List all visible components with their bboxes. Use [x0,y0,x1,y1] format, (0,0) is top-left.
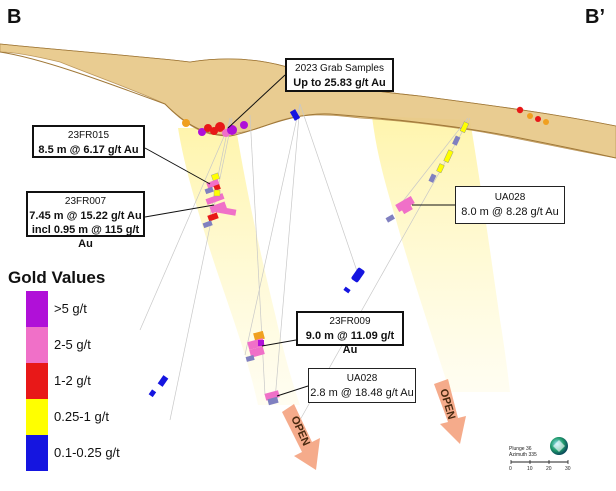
legend-swatch-025-1 [26,399,48,435]
scale-tick-20: 20 [546,466,552,472]
grab-samples-center [182,119,248,137]
legend-swatch-01-025 [26,435,48,471]
callout-ua028-lower-hole: UA028 [346,373,378,384]
legend-label-025-1: 0.25-1 g/t [54,409,109,424]
legend-swatch-1-2 [26,363,48,399]
scale-tick-10: 10 [527,466,533,472]
assay-intervals-ua028-upper [385,121,470,223]
section-end-label: B’ [585,6,605,28]
orientation-globe-icon [550,437,568,455]
topography-lower-edge [0,51,616,159]
low-grade-intervals [148,109,365,398]
callout-grab-value: Up to 25.83 g/t Au [293,77,386,89]
callout-ua028-lower: UA028 2.8 m @ 18.48 g/t Au [308,368,416,403]
callout-ua028-upper-value: 8.0 m @ 8.28 g/t Au [461,206,559,218]
azimuth-text: Azimuth 335 [509,452,537,458]
callout-23fr009: 23FR009 9.0 m @ 11.09 g/t Au [296,311,404,356]
assay-intervals-fr015 [204,172,221,195]
legend-label-gt5: >5 g/t [54,301,87,316]
legend-label-1-2: 1-2 g/t [54,373,91,388]
legend-title: Gold Values [8,268,106,287]
callout-23fr015: 23FR015 8.5 m @ 6.17 g/t Au [32,125,145,158]
scale-tick-0: 0 [509,466,512,472]
mineralized-zone-left [178,128,300,405]
plunge-text: Plunge 36 [509,446,532,452]
assay-intervals-fr007 [202,189,237,229]
callout-23fr007-value-incl: incl 0.95 m @ 115 g/t Au [31,224,140,250]
legend-label-01-025: 0.1-0.25 g/t [54,445,120,460]
leader-lines [144,74,455,397]
section-start-label: B [7,6,22,28]
legend-swatch-2-5 [26,327,48,363]
legend-label-2-5: 2-5 g/t [54,337,91,352]
callout-ua028-upper: UA028 8.0 m @ 8.28 g/t Au [455,186,565,224]
callout-23fr015-value: 8.5 m @ 6.17 g/t Au [38,144,139,156]
callout-ua028-lower-value: 2.8 m @ 18.48 g/t Au [310,387,414,399]
open-arrow-left: OPEN [282,404,320,470]
mineralized-zone-right [372,116,510,392]
callout-23fr009-value: 9.0 m @ 11.09 g/t Au [305,330,395,356]
assay-intervals-ua028-lower [264,390,280,406]
callout-23fr007-hole: 23FR007 [64,196,107,207]
callout-grab-samples: 2023 Grab Samples Up to 25.83 g/t Au [285,58,394,92]
callout-23fr007: 23FR007 7.45 m @ 15.22 g/t Au incl 0.95 … [26,191,145,250]
grab-samples-right [516,106,549,125]
callout-ua028-upper-hole: UA028 [494,192,526,203]
scale-bar: Plunge 36 Azimuth 335 0 10 20 30 [509,446,571,472]
assay-intervals-fr009 [245,330,265,362]
callout-grab-title: 2023 Grab Samples [295,63,384,74]
open-label-right: OPEN [437,388,457,421]
legend-swatch-gt5 [26,291,48,327]
callout-23fr009-hole: 23FR009 [329,316,371,327]
callout-23fr015-hole: 23FR015 [67,130,110,141]
scale-tick-30: 30 [565,466,571,472]
callout-23fr007-value: 7.45 m @ 15.22 g/t Au [29,210,142,222]
